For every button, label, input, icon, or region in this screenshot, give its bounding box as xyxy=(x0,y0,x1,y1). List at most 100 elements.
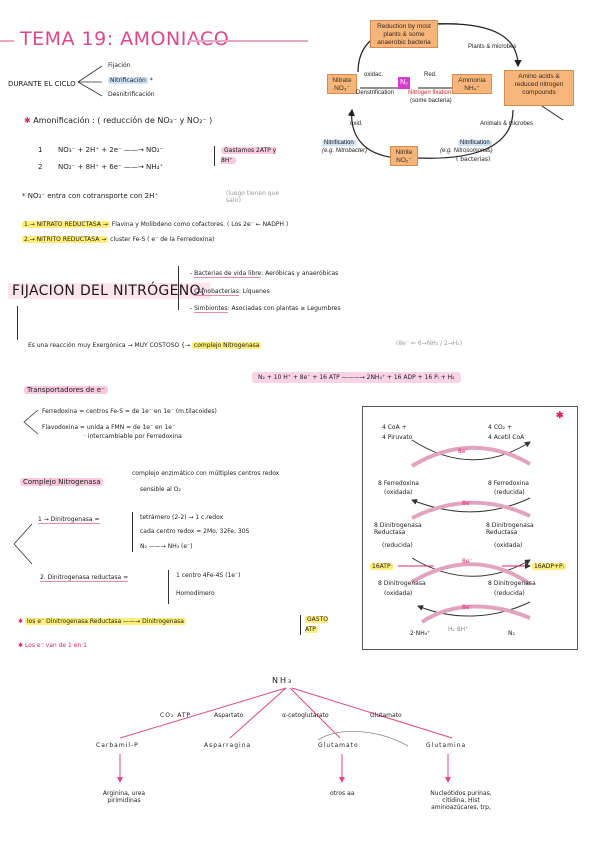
nitrito-reductasa: 2.→ NITRITO REDUCTASA → cluster Fe-S ( e… xyxy=(22,236,215,243)
e4-label: 8e⁻ xyxy=(462,604,473,611)
dinitrogenasa-a: tetrámero (2-2) → 1 c.redox xyxy=(140,514,224,521)
denitrification-label: Denstrification xyxy=(356,90,395,96)
dr-b: Homodímero xyxy=(176,590,215,597)
fd-ox-state: (oxidada) xyxy=(384,489,413,496)
dr-ox-label: 8 Dinitrogenasa Reductasa xyxy=(486,522,534,536)
e1-label: 8e⁻ xyxy=(458,448,469,455)
piruvato-label: 4 Piruvato xyxy=(382,434,413,441)
n2-label: N₂ xyxy=(508,630,515,637)
dn-ox-label: 8 Dinitrogenasa xyxy=(378,580,426,587)
fijacion-bullet-1: - Bacterias de vida libre: Aeróbicas y a… xyxy=(190,270,339,278)
tree-co2atp: CO₂ ATP xyxy=(160,712,192,719)
dinitrogenasa-label: 1 → Dinitrogenasa = xyxy=(38,516,100,524)
dn-red-label: 8 Dinitrogenasa xyxy=(488,580,536,587)
nh3-tree-lines xyxy=(117,687,453,783)
acetil-label: 4 Acetil CoA xyxy=(488,434,525,441)
diagram-star-icon: ✱ xyxy=(556,410,564,420)
gasto-atp: GASTO ATP xyxy=(300,615,337,635)
page-title: TEMA 19: AMONIACO xyxy=(20,28,230,50)
plants-microbes-label: Plants & microbes xyxy=(468,44,517,50)
cotransport-grey-note: (luego tienen que salir) xyxy=(226,190,280,204)
oxidac-label: oxidac. xyxy=(364,72,384,78)
reaction-2-num: 2 xyxy=(38,163,43,171)
tree-leaf-1: Arginina, urea pirimidinas xyxy=(102,790,146,804)
intro-item-nitrificacion: Nitrificación * xyxy=(108,77,153,84)
fd-red-state: (reducida) xyxy=(494,489,525,496)
atp-label: 16ATP xyxy=(370,563,393,570)
tree-root: NH₃ xyxy=(272,676,294,685)
flavodoxina-line: Flavodoxina = unida a FMN = de 1e⁻ en 1e… xyxy=(42,424,176,431)
nitrogen-fixation-label: Nitrogen fixation xyxy=(408,90,452,96)
electron-note: ✱ Los e⁻ van de 1 en 1 xyxy=(18,642,87,649)
fijacion-bullet-3: - Simbiontes: Asociadas con plantas ≥ Le… xyxy=(190,305,341,313)
nitrification-right-label: Nitrification xyxy=(458,140,492,146)
tree-akg: α-cetoglutarato xyxy=(282,712,329,719)
nitrification-left-label: Nitrification xyxy=(322,140,356,146)
reaction-2: NO₂⁻ + 8H⁺ + 6e⁻ ——→ NH₄⁺ xyxy=(58,163,164,171)
tree-glutamina: Glutamina xyxy=(426,742,467,749)
dn-ox-state: (oxidada) xyxy=(384,590,413,597)
reaction-1: NO₃⁻ + 2H⁺ + 2e⁻ ——→ NO₂⁻ xyxy=(58,146,164,154)
intro-item-desnitrificacion: Desnitrificación xyxy=(108,91,155,98)
intro-label: DURANTE EL CICLO xyxy=(8,80,76,88)
tree-leaf-3: Nucleótidos purinas, citidina, Hist amin… xyxy=(430,790,492,811)
tree-glutamato: Glutamato xyxy=(318,742,359,749)
cotransport-note: * NO₃⁻ entra con cotransporte con 2H⁺ xyxy=(22,192,159,200)
some-bacteria-label: (some bacteria) xyxy=(410,98,452,104)
dinitrogenasa-brace xyxy=(132,512,133,552)
diagram-arcs xyxy=(398,439,532,624)
h2-label: H₂ 8H⁺ xyxy=(448,626,469,633)
complejo-desc: complejo enzimático con múltiples centro… xyxy=(132,470,280,477)
electron-grey-note: (8e⁻ ⇐ 6→NH₃ / 2→H₂) xyxy=(396,340,463,347)
electron-flow: ✱ los e⁻ Dinitrogenasa Reductasa ——→ Din… xyxy=(18,618,186,625)
adp-label: 16ADP+Pᵢ xyxy=(532,563,566,570)
fd-red-label: 8 Ferredoxina xyxy=(488,480,529,487)
dinitrogenasa-b: cada centro redox = 2Mo, 32Fe, 30S xyxy=(140,528,250,535)
electron-flow-diagram xyxy=(362,406,578,650)
tree-carbamil: Carbamil-P xyxy=(96,742,139,749)
atp-cost-note: Gastamos 2ATP y 8H⁺ xyxy=(214,146,281,166)
transport-brace-icon xyxy=(23,409,39,435)
intro-brace-icon xyxy=(77,65,103,97)
nitrite-box: Nitrite NO₂⁻ xyxy=(390,146,418,166)
n2-box: N₂ xyxy=(398,77,410,89)
dr-a: 1 centro 4Fe-4S (1e⁻) xyxy=(176,572,241,579)
tree-aspartato: Aspartato xyxy=(214,712,244,719)
reaction-1-num: 1 xyxy=(38,146,43,154)
title-rule-left xyxy=(0,40,14,42)
title-rule-right xyxy=(188,40,308,42)
dr-ox-state: (oxidada) xyxy=(494,542,523,549)
fijacion-connector xyxy=(17,306,20,340)
transport-heading: Transportadores de e⁻ xyxy=(24,386,108,394)
reduction-box: Reduction by most plants & some anaerobi… xyxy=(370,20,438,48)
co2-label: 4 CO₂ + xyxy=(488,424,512,431)
dr-red-state: (reducida) xyxy=(382,542,413,549)
nitrogenase-equation: N₂ + 10 H⁺ + 8e⁻ + 16 ATP ———→ 2NH₄⁺ + 1… xyxy=(252,372,461,383)
ferredoxina-line: Ferredoxina = centros Fe-S = de 1e⁻ en 1… xyxy=(42,408,217,415)
fijacion-brace xyxy=(178,266,183,310)
complejo-branch-icon xyxy=(13,523,33,565)
tree-asparragina: Asparragina xyxy=(204,742,252,749)
red-label: Red. xyxy=(424,72,437,78)
dr-brace xyxy=(168,570,169,604)
dinitrogenasa-reductasa-label: 2. Dinitrogenasa reductasa = xyxy=(40,574,129,582)
e2-label: 8e⁻ xyxy=(462,500,473,507)
fijacion-title: FIJACION DEL NITRÓGENO: xyxy=(8,283,210,299)
coa-label: 4 CoA + xyxy=(382,424,407,431)
fd-ox-label: 8 Ferredoxina xyxy=(378,480,419,487)
bacterias-label: ( bacterias) xyxy=(456,156,491,163)
nh4-label: 2·NH₄⁺ xyxy=(410,630,431,637)
complejo-heading: Complejo Nitrogenasa xyxy=(20,478,104,486)
amonificacion-heading: ✱ Amonificación : ( reducción de NO₃⁻ y … xyxy=(24,116,213,125)
tree-leaf-2: otros aa xyxy=(330,790,355,797)
amino-acids-box: Amino acids & reduced nitrogen compounds xyxy=(504,70,574,106)
exergonic-reaction: Es una reacción muy Exergónica → MUY COS… xyxy=(28,342,262,349)
nitrate-box: Nitrate NO₃⁻ xyxy=(327,74,357,94)
intro-item-fijacion: Fijación xyxy=(108,62,131,69)
dr-red-label: 8 Dinitrogenasa Reductasa xyxy=(374,522,422,536)
fijacion-bullet-2: - Cianobacterias: Líquenes xyxy=(190,288,270,296)
tree-glutamato-top: Glutamato xyxy=(370,712,402,719)
animals-microbes-label: Animals & microbes xyxy=(480,121,534,127)
e3-label: 8e⁻ xyxy=(462,558,473,565)
nitrato-reductasa: 1.→ NITRATO REDUCTASA → Flavina y Molibd… xyxy=(22,221,289,228)
